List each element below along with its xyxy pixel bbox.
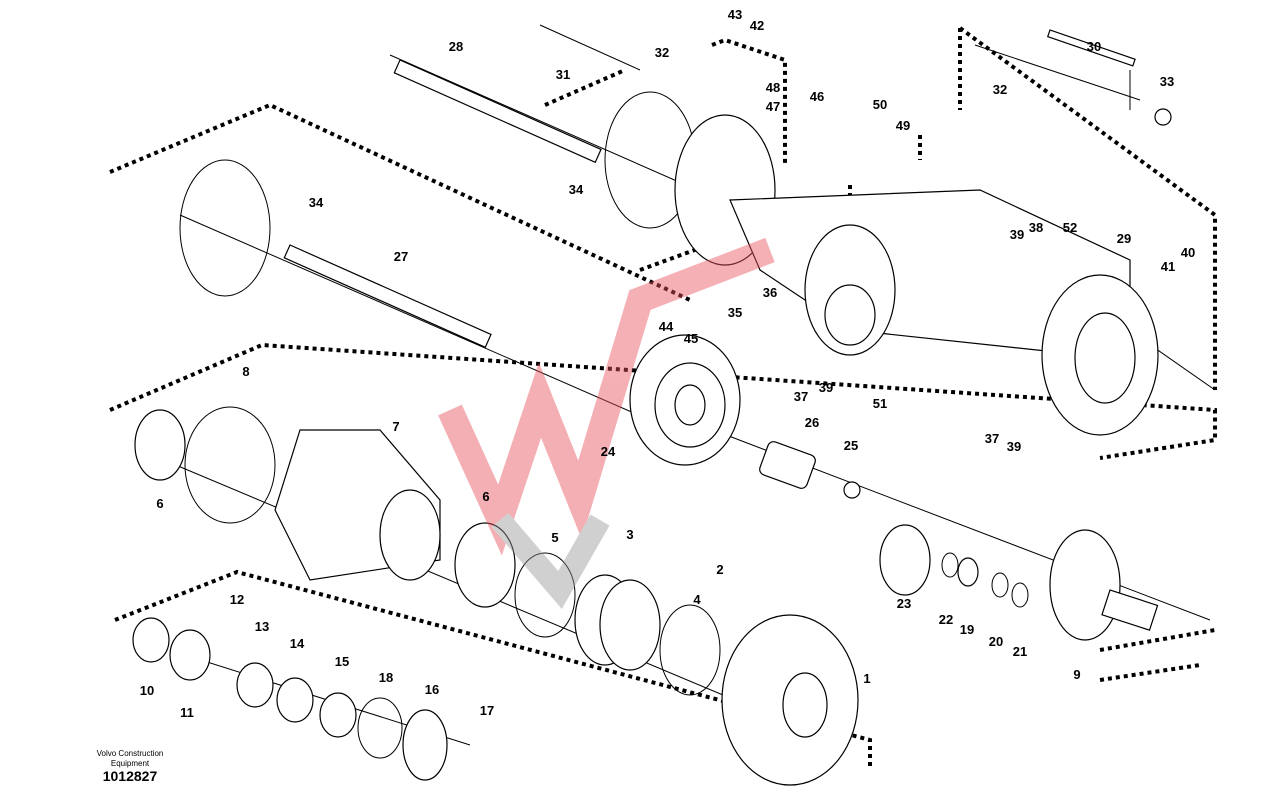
part-label: 11 <box>180 705 194 720</box>
part-label: 45 <box>684 331 698 346</box>
part-label: 38 <box>1029 220 1043 235</box>
company-name: Volvo Construction Equipment <box>80 749 180 769</box>
part-label: 49 <box>896 118 910 133</box>
part-label: 27 <box>394 249 408 264</box>
part-label: 41 <box>1161 259 1175 274</box>
part-label: 5 <box>551 530 558 545</box>
part-label: 20 <box>989 634 1003 649</box>
part-label: 39 <box>819 380 833 395</box>
part-label: 32 <box>993 82 1007 97</box>
part-labels: 43 42 28 32 31 48 47 46 50 49 30 32 33 3… <box>140 7 1195 720</box>
part-label: 46 <box>810 89 824 104</box>
part-label: 10 <box>140 683 154 698</box>
part-label: 31 <box>556 67 570 82</box>
part-label: 3 <box>626 527 633 542</box>
part-label: 24 <box>601 444 616 459</box>
part-label: 7 <box>392 419 399 434</box>
part-label: 37 <box>985 431 999 446</box>
part-label: 26 <box>805 415 819 430</box>
company-line1: Volvo Construction <box>96 749 164 758</box>
part-label: 14 <box>290 636 305 651</box>
part-label: 42 <box>750 18 764 33</box>
part-label: 21 <box>1013 644 1027 659</box>
part-label: 23 <box>897 596 911 611</box>
part-label: 12 <box>230 592 244 607</box>
part-label: 44 <box>659 319 674 334</box>
part-label: 50 <box>873 97 887 112</box>
parts <box>132 29 1172 786</box>
part-label: 8 <box>242 364 249 379</box>
part-label: 2 <box>716 562 723 577</box>
part-label: 18 <box>379 670 393 685</box>
part-label: 40 <box>1181 245 1195 260</box>
part-label: 34 <box>569 182 584 197</box>
part-label: 4 <box>693 592 701 607</box>
assembly-boundaries <box>109 26 1217 770</box>
part-label: 22 <box>939 612 953 627</box>
part-label: 17 <box>480 703 494 718</box>
drawing-number: 1012827 <box>102 768 158 784</box>
part-label: 47 <box>766 99 780 114</box>
part-label: 52 <box>1063 220 1077 235</box>
part-label: 30 <box>1087 39 1101 54</box>
part-label: 6 <box>156 496 163 511</box>
part-label: 33 <box>1160 74 1174 89</box>
part-label: 15 <box>335 654 349 669</box>
part-label: 25 <box>844 438 858 453</box>
watermark-logo <box>438 237 775 610</box>
part-label: 35 <box>728 305 742 320</box>
part-label: 39 <box>1007 439 1021 454</box>
part-label: 16 <box>425 682 439 697</box>
part-label: 34 <box>309 195 324 210</box>
part-label: 36 <box>763 285 777 300</box>
part-label: 29 <box>1117 231 1131 246</box>
part-label: 19 <box>960 622 974 637</box>
part-label: 37 <box>794 389 808 404</box>
part-label: 48 <box>766 80 780 95</box>
part-label: 6 <box>482 489 489 504</box>
part-label: 39 <box>1010 227 1024 242</box>
part-label: 43 <box>728 7 742 22</box>
part-label: 28 <box>449 39 463 54</box>
part-label: 32 <box>655 45 669 60</box>
part-label: 51 <box>873 396 887 411</box>
company-line2: Equipment <box>110 759 150 768</box>
part-label: 9 <box>1073 667 1080 682</box>
part-label: 13 <box>255 619 269 634</box>
part-label: 1 <box>863 671 870 686</box>
